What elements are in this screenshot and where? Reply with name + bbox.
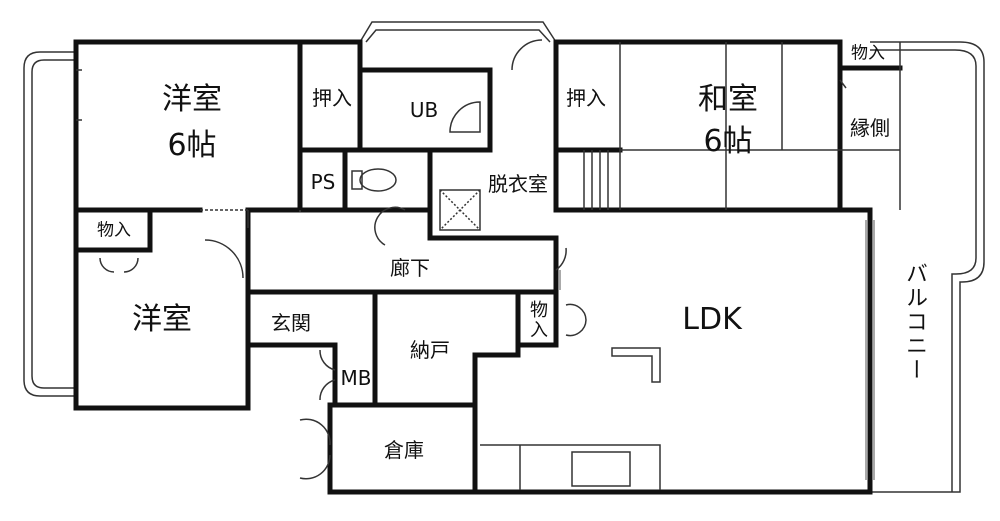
room-label-japanese: 和室	[698, 82, 758, 117]
room-label-dressing: 脱衣室	[488, 172, 548, 196]
room-label-meter-box: MB	[340, 366, 372, 390]
bay-window	[359, 21, 557, 43]
room-label-western-2: 洋室	[132, 302, 192, 337]
room-label-warehouse: 倉庫	[384, 438, 424, 462]
room-label-balcony: バルコニー	[902, 262, 927, 382]
room-label-closet-1: 押入	[312, 86, 352, 110]
room-label-ldk: LDK	[682, 302, 742, 337]
room-label-unit-bath: UB	[409, 98, 439, 122]
window-marks	[299, 210, 875, 480]
room-label-engawa: 縁側	[850, 116, 890, 140]
balcony-rail-right	[870, 41, 985, 493]
room-label-storage-top: 物入	[851, 43, 885, 64]
room-label-storeroom: 納戸	[410, 338, 450, 362]
room-label-western-1: 洋室	[162, 82, 222, 117]
room-label-closet-2: 押入	[566, 86, 606, 110]
walls	[73, 39, 903, 495]
room-label-pipe-space: PS	[310, 170, 336, 194]
room-label-storage-mid: 物入	[527, 300, 548, 340]
room-label-entrance: 玄関	[271, 311, 311, 335]
room-label-hallway: 廊下	[390, 256, 430, 280]
balcony-rail-left	[23, 51, 76, 397]
room-size-japanese: 6帖	[703, 124, 753, 159]
thin-lines	[76, 39, 901, 490]
room-label-storage-left: 物入	[97, 220, 131, 241]
room-size-western-1: 6帖	[167, 128, 217, 163]
